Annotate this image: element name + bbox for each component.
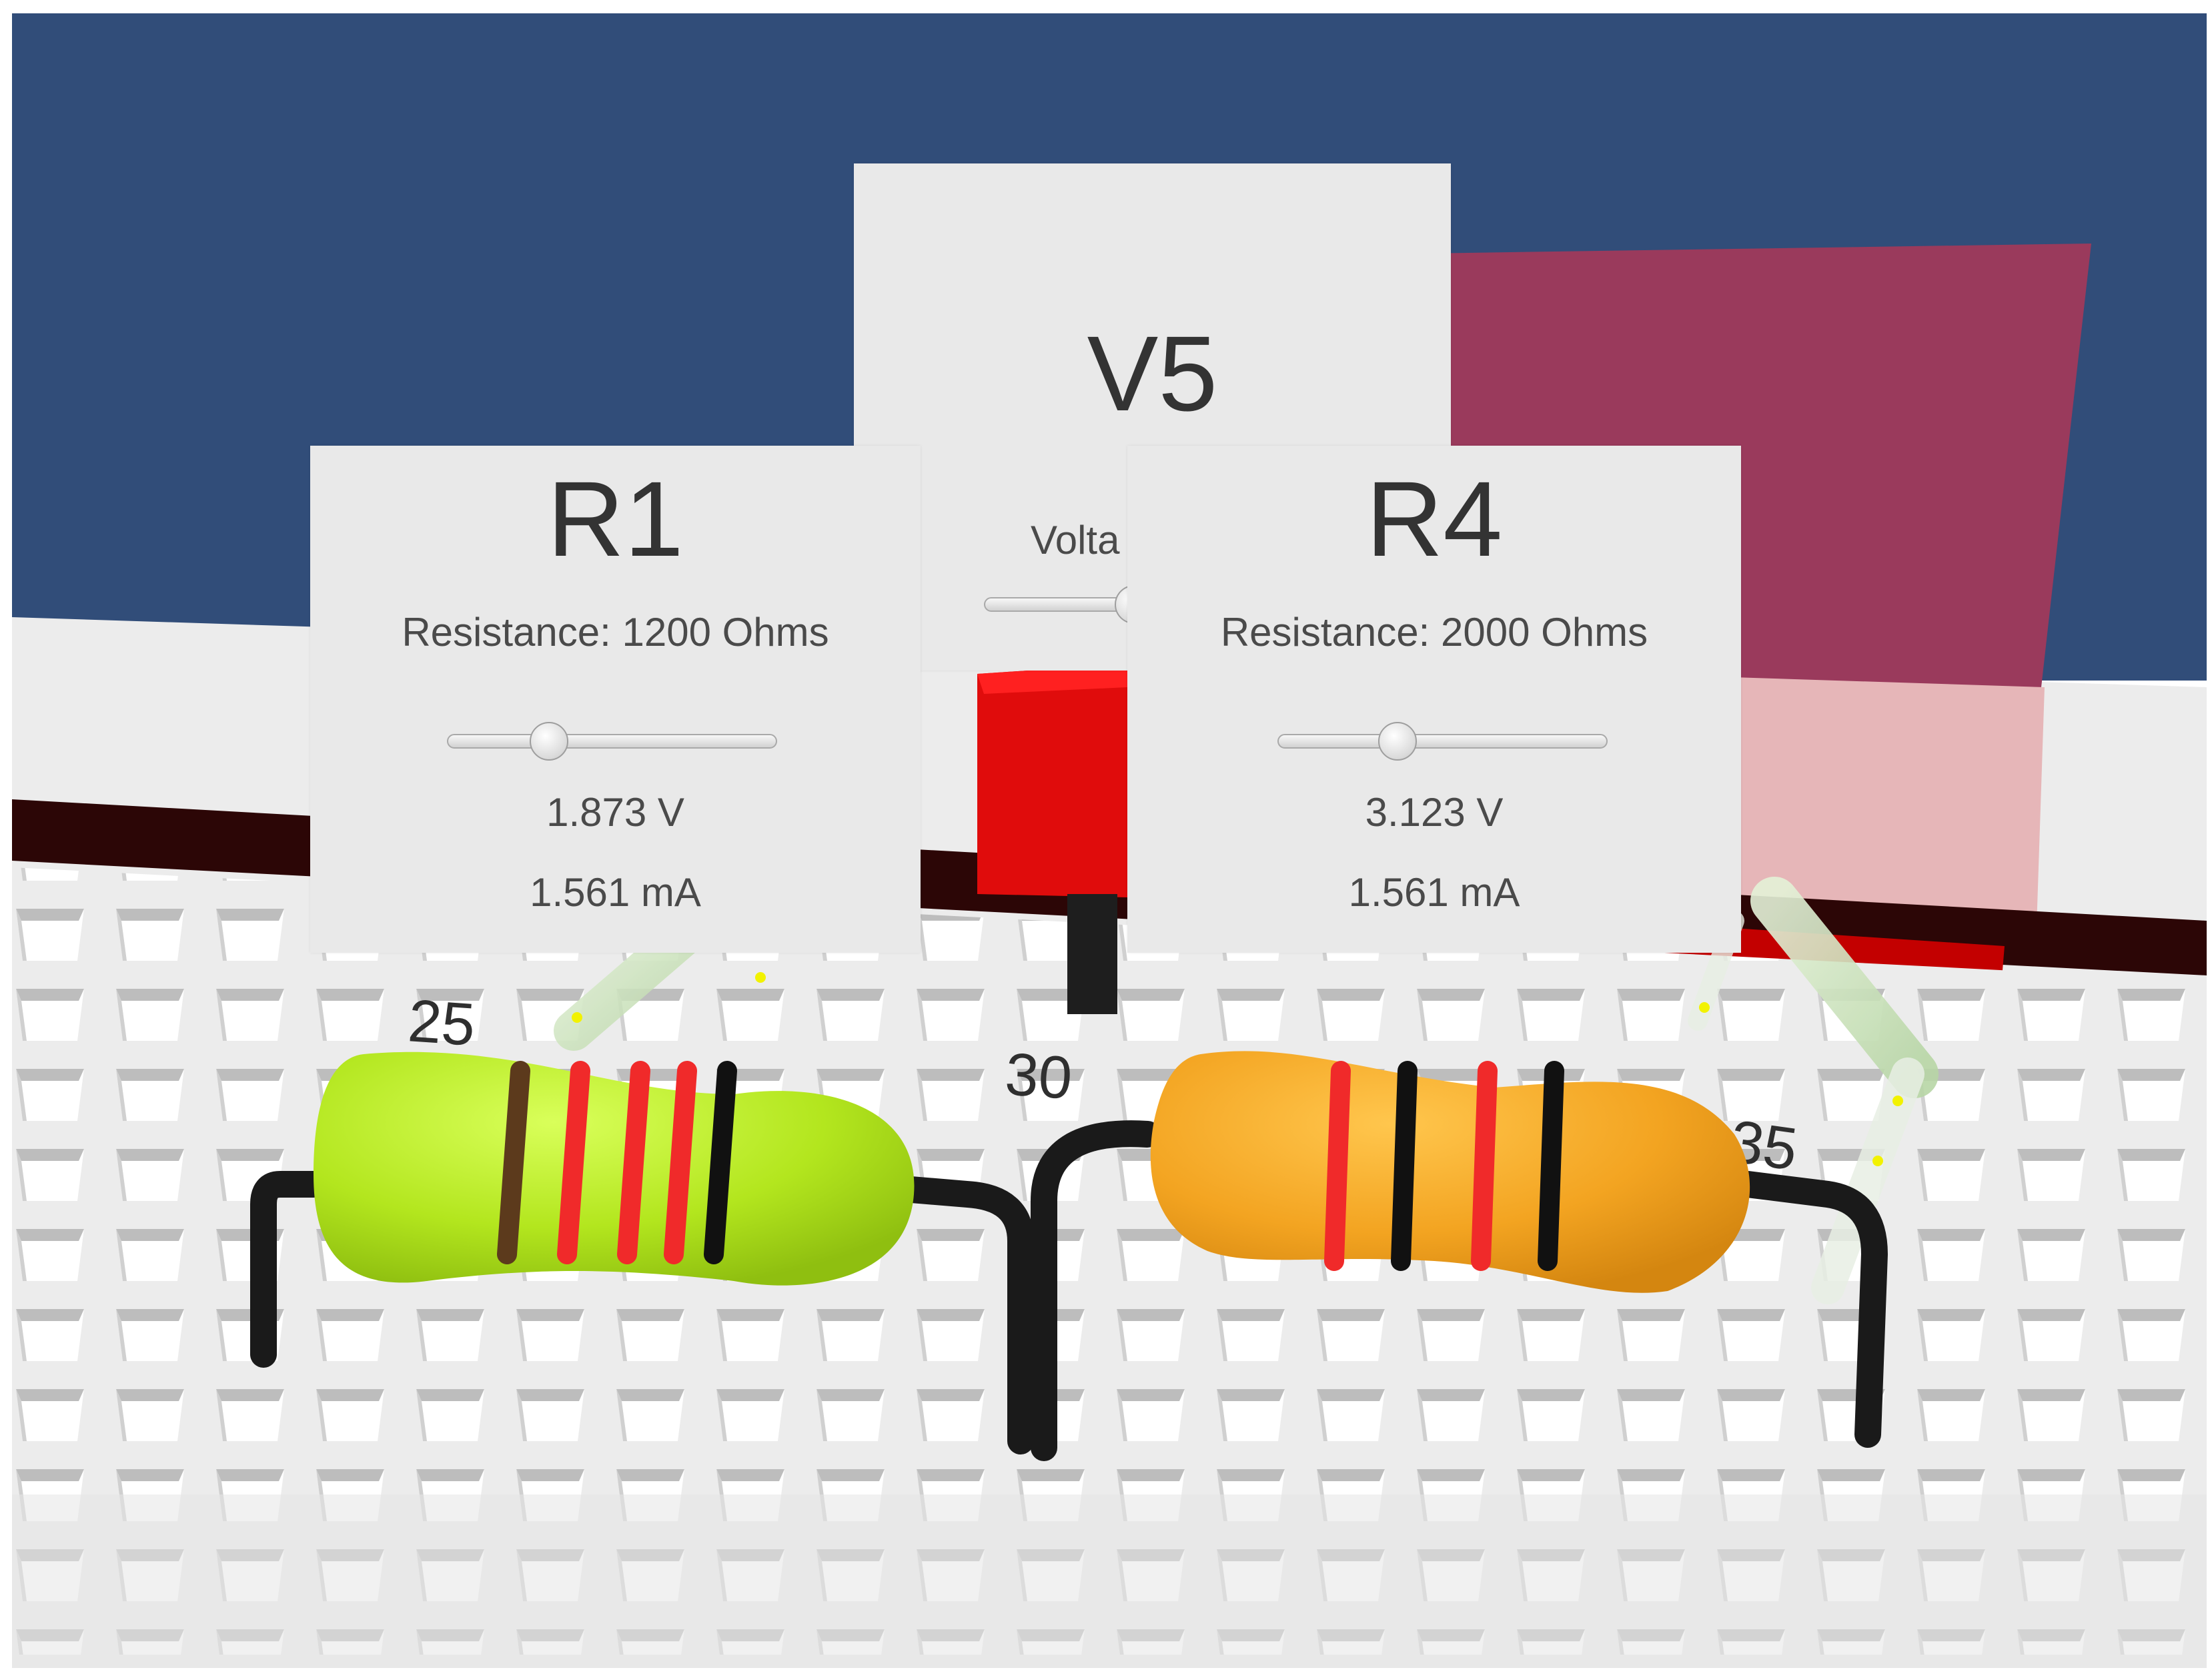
panel-r4-voltage-readout: 3.123 V xyxy=(1365,790,1504,835)
power-block xyxy=(977,664,1127,1014)
resistor-r4 xyxy=(1031,1051,1888,1461)
resistor-band xyxy=(557,1061,590,1264)
row-label-30: 30 xyxy=(1003,1041,1075,1112)
resistor-band xyxy=(1538,1061,1564,1271)
resistor-r1-body xyxy=(314,1052,915,1286)
resistor-r4-body xyxy=(1150,1051,1750,1293)
panel-r1-title: R1 xyxy=(547,459,684,578)
resistor-band xyxy=(497,1061,530,1264)
panel-r1-current-readout: 1.561 mA xyxy=(530,870,701,915)
panel-r4-resistance-label: Resistance: 2000 Ohms xyxy=(1220,610,1648,655)
resistor-band xyxy=(704,1061,737,1264)
panel-r4-resistance-slider[interactable] xyxy=(1277,722,1608,761)
resistor-r1 xyxy=(250,1052,1034,1454)
panel-r4: R4 Resistance: 2000 Ohms 3.123 V 1.561 m… xyxy=(1127,446,1741,953)
panel-r4-title: R4 xyxy=(1365,459,1503,578)
panel-v5-voltage-label: Volta xyxy=(1031,518,1120,562)
panel-r1-slider-thumb[interactable] xyxy=(530,722,568,761)
breadboard-front-edge xyxy=(12,1495,2207,1668)
row-label-25: 25 xyxy=(406,987,478,1059)
resistor-band xyxy=(617,1061,650,1264)
resistor-band xyxy=(1391,1061,1418,1271)
panel-r4-slider-thumb[interactable] xyxy=(1378,722,1417,761)
panel-r1: R1 Resistance: 1200 Ohms 1.873 V 1.561 m… xyxy=(310,446,921,953)
breadboard-hole-grid xyxy=(12,867,2207,1655)
resistor-band xyxy=(1324,1061,1351,1271)
panel-r4-current-readout: 1.561 mA xyxy=(1348,870,1520,915)
panel-r1-voltage-readout: 1.873 V xyxy=(546,790,684,835)
resistor-band xyxy=(1471,1061,1498,1271)
panel-r1-resistance-label: Resistance: 1200 Ohms xyxy=(402,610,829,655)
panel-r1-resistance-slider[interactable] xyxy=(447,722,777,761)
resistor-band xyxy=(664,1061,697,1264)
panel-v5-title: V5 xyxy=(1087,314,1218,433)
